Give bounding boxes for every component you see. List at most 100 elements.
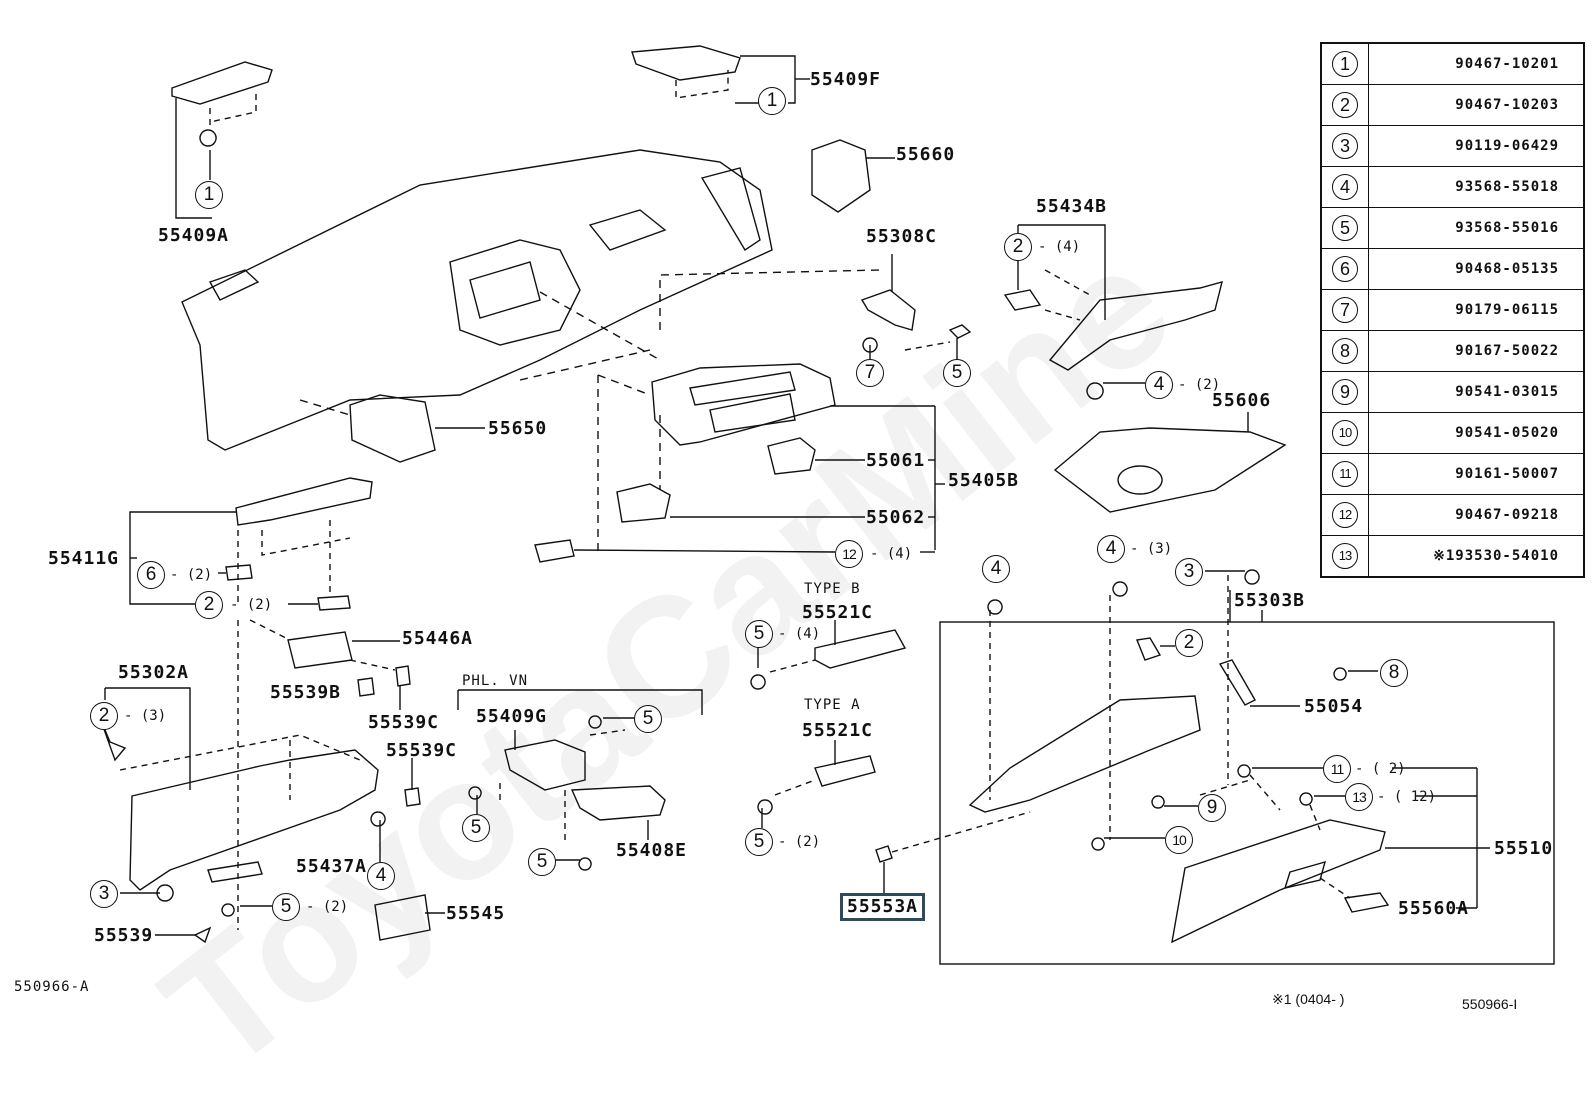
quantity: - (2) <box>230 597 273 613</box>
part-55408E-drawing <box>570 785 666 821</box>
part-label-55061[interactable]: 55061 <box>866 450 926 471</box>
part-label-55539C-upper[interactable]: 55539C <box>368 712 440 733</box>
part-label-55303B[interactable]: 55303B <box>1234 590 1306 611</box>
callout-13[interactable]: 13 <box>1345 783 1373 811</box>
callout-11[interactable]: 11 <box>1323 755 1351 783</box>
part-55409A-drawing <box>171 61 273 105</box>
part-55405B-drawing <box>651 363 836 446</box>
callout-5[interactable]: 5 <box>745 620 773 648</box>
part-label-55545[interactable]: 55545 <box>446 903 506 924</box>
parts-table-part-number: 90119-06429 <box>1368 125 1585 167</box>
part-label-55539[interactable]: 55539 <box>94 925 154 946</box>
part-label-55560A[interactable]: 55560A <box>1398 898 1470 919</box>
callout-1[interactable]: 1 <box>758 87 786 115</box>
ref-number-circle: 8 <box>1332 338 1358 364</box>
callout-9[interactable]: 9 <box>1198 794 1226 822</box>
part-55411G-drawing <box>235 477 373 526</box>
part-label-55650[interactable]: 55650 <box>488 418 548 439</box>
parts-table-part-number: 90179-06115 <box>1368 289 1585 331</box>
callout-5[interactable]: 5 <box>528 848 556 876</box>
callout-2[interactable]: 2 <box>195 591 223 619</box>
highlighted-part-box[interactable]: 55553A <box>840 893 926 921</box>
part-55302A-drawing <box>129 749 379 891</box>
part-label-55539B[interactable]: 55539B <box>270 682 342 703</box>
callout-6[interactable]: 6 <box>137 561 165 589</box>
callout-4[interactable]: 4 <box>1097 535 1125 563</box>
part-label-55521C-type-b[interactable]: 55521C <box>802 602 874 623</box>
ref-number-circle: 11 <box>1332 461 1358 487</box>
part-label-55408E[interactable]: 55408E <box>616 840 688 861</box>
callout-8[interactable]: 8 <box>1380 659 1408 687</box>
callout-5[interactable]: 5 <box>462 814 490 842</box>
callout-2[interactable]: 2 <box>90 702 118 730</box>
part-label-55510[interactable]: 55510 <box>1494 838 1554 859</box>
callout-2[interactable]: 2 <box>1004 233 1032 261</box>
parts-table-ref-cell: 8 <box>1320 330 1369 372</box>
part-label-55054[interactable]: 55054 <box>1304 696 1364 717</box>
part-label-55409F[interactable]: 55409F <box>810 69 882 90</box>
parts-table-part-number: 90467-10201 <box>1368 42 1585 85</box>
ref-number-circle: 2 <box>1332 92 1358 118</box>
callout-4[interactable]: 4 <box>367 862 395 890</box>
callout-4[interactable]: 4 <box>982 555 1010 583</box>
callout-4[interactable]: 4 <box>1145 371 1173 399</box>
footnote: ※1 (0404- ) <box>1272 991 1345 1007</box>
parts-table-row[interactable]: 1 90467-10201 <box>1320 42 1585 85</box>
quantity: - ( 2) <box>1355 761 1406 777</box>
part-label-55434B[interactable]: 55434B <box>1036 196 1108 217</box>
parts-table-part-number: 90167-50022 <box>1368 330 1585 372</box>
part-label-55409G[interactable]: 55409G <box>476 706 548 727</box>
parts-table-row[interactable]: 2 90467-10203 <box>1320 84 1585 126</box>
callout-1[interactable]: 1 <box>195 181 223 209</box>
part-label-55437A[interactable]: 55437A <box>296 856 368 877</box>
part-label-55606[interactable]: 55606 <box>1212 390 1272 411</box>
ref-number-circle: 1 <box>1332 51 1358 77</box>
callout-5[interactable]: 5 <box>745 828 773 856</box>
part-label-55308C[interactable]: 55308C <box>866 226 938 247</box>
quantity: - (3) <box>1130 541 1173 557</box>
variant-label-type-a: TYPE A <box>804 697 861 713</box>
ref-number-circle: 4 <box>1332 174 1358 200</box>
part-55434B-drawing <box>1048 281 1223 371</box>
part-label-55409A[interactable]: 55409A <box>158 225 230 246</box>
part-55446A-drawing <box>287 631 353 669</box>
part-label-55539C-lower[interactable]: 55539C <box>386 740 458 761</box>
parts-table-row[interactable]: 7 90179-06115 <box>1320 289 1585 331</box>
callout-5[interactable]: 5 <box>943 359 971 387</box>
ref-number-circle: 7 <box>1332 297 1358 323</box>
callout-10[interactable]: 10 <box>1165 826 1193 854</box>
parts-table-ref-cell: 3 <box>1320 125 1369 167</box>
part-label-55062[interactable]: 55062 <box>866 507 926 528</box>
callout-2[interactable]: 2 <box>1175 629 1203 657</box>
callout-3[interactable]: 3 <box>90 880 118 908</box>
parts-table-ref-cell: 6 <box>1320 248 1369 290</box>
parts-table-part-number: 90467-10203 <box>1368 84 1585 126</box>
part-55409G-drawing <box>504 739 586 791</box>
callout-7[interactable]: 7 <box>856 359 884 387</box>
parts-table-ref-cell: 1 <box>1320 42 1369 85</box>
callout-5[interactable]: 5 <box>272 893 300 921</box>
parts-table-ref-cell: 5 <box>1320 207 1369 249</box>
callout-3[interactable]: 3 <box>1175 558 1203 586</box>
part-label-55446A[interactable]: 55446A <box>402 628 474 649</box>
part-label-55405B[interactable]: 55405B <box>948 470 1020 491</box>
part-label-55521C-type-a[interactable]: 55521C <box>802 720 874 741</box>
callout-12[interactable]: 12 <box>835 540 863 568</box>
parts-table-row[interactable]: 13※193530-54010 <box>1320 535 1585 578</box>
part-label-55660[interactable]: 55660 <box>896 144 956 165</box>
part-55521C-typeA-drawing <box>814 755 876 787</box>
callout-5[interactable]: 5 <box>634 705 662 733</box>
parts-table-row[interactable]: 8 90167-50022 <box>1320 330 1585 372</box>
part-label-55553A[interactable]: 55553A <box>847 896 919 917</box>
part-label-55302A[interactable]: 55302A <box>118 662 190 683</box>
part-label-55411G[interactable]: 55411G <box>48 548 120 569</box>
